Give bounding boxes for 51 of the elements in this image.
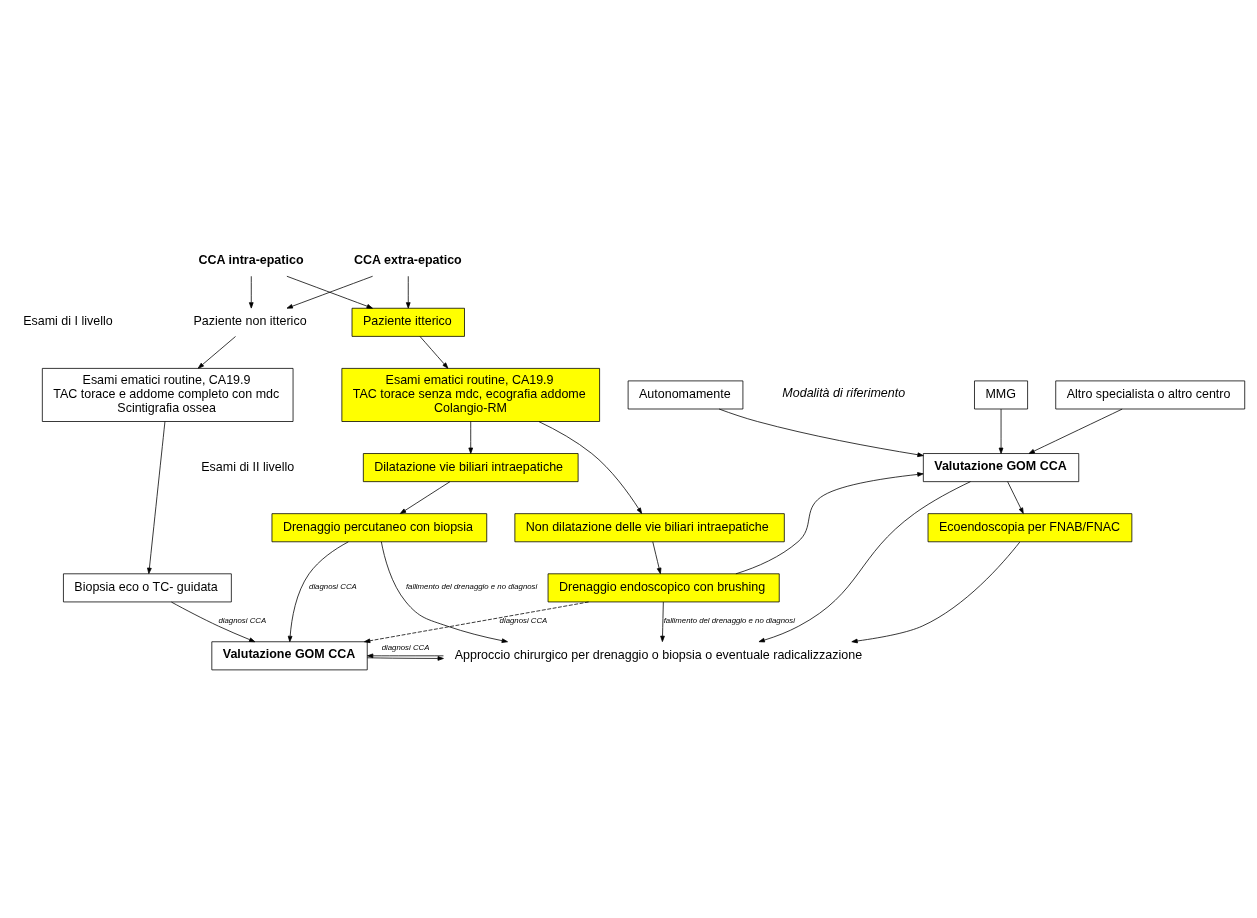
node-text: CCA intra-epatico: [198, 253, 304, 268]
label: Esami di I livello: [23, 314, 113, 329]
arrow: [998, 408, 1004, 454]
arrow: [286, 275, 373, 309]
edge-label: diagnosi CCA: [381, 643, 430, 653]
node-box: Altro specialista o altro centro: [1055, 380, 1246, 410]
node-box: Valutazione GOM CCA: [922, 453, 1080, 483]
arrow: [1007, 481, 1024, 514]
arrow: [364, 601, 589, 644]
arrow: [171, 601, 256, 643]
node-text: Paziente non itterico: [193, 314, 307, 329]
node-text: Approccio chirurgico per drenaggio o biopsia o eventuale radicalizzazione: [454, 647, 863, 662]
node-box: Drenaggio endoscopico con brushing: [547, 573, 780, 603]
arrow: [1028, 408, 1123, 454]
arrow: [735, 472, 924, 575]
node-box: Non dilatazione delle vie biliari intraepatiche: [514, 513, 785, 543]
arrow: [405, 275, 411, 309]
node-box: Paziente itterico: [351, 307, 465, 337]
arrow: [197, 336, 236, 369]
label: Esami di II livello: [201, 459, 295, 474]
edge-label: diagnosi CCA: [309, 582, 357, 592]
node-box: Valutazione GOM CCA: [211, 641, 368, 671]
node-box: Esami ematici routine, CA19.9 TAC torace e addome completo con mdc Scintigrafia ossea: [41, 368, 294, 422]
arrow: [367, 653, 444, 659]
node-box: Dilatazione vie biliari intraepatiche: [362, 453, 579, 483]
node-box: Drenaggio percutaneo con biopsia: [271, 513, 488, 543]
arrow: [287, 541, 349, 643]
node-box: Autonomamente: [627, 380, 744, 410]
node-box: MMG: [974, 380, 1028, 410]
edge-label: fallimento del drenaggio e no diagnosi: [663, 616, 795, 626]
label: Modalità di riferimento: [782, 386, 906, 401]
arrow: [366, 656, 444, 661]
arrow: [538, 421, 643, 514]
edge-label: fallimento del drenaggio e no diagnosi: [405, 582, 538, 592]
node-box: Biopsia eco o TC- guidata: [63, 573, 232, 603]
arrow: [652, 541, 662, 575]
arrow: [380, 541, 508, 643]
arrow: [718, 408, 924, 457]
arrow: [851, 541, 1021, 644]
edge-label: diagnosi CCA: [499, 616, 548, 626]
edge-label: diagnosi CCA: [218, 616, 267, 626]
arrow: [248, 275, 254, 309]
arrow: [660, 601, 665, 642]
arrow: [399, 481, 451, 514]
arrow: [758, 481, 971, 643]
arrow: [468, 421, 474, 454]
node-box: Ecoendoscopia per FNAB/FNAC: [927, 513, 1133, 543]
arrow: [147, 421, 166, 574]
arrow: [419, 336, 449, 369]
node-box: Esami ematici routine, CA19.9 TAC torace senza mdc, ecografia addome Colangio-RM: [341, 368, 600, 422]
node-text: CCA extra-epatico: [353, 253, 462, 268]
